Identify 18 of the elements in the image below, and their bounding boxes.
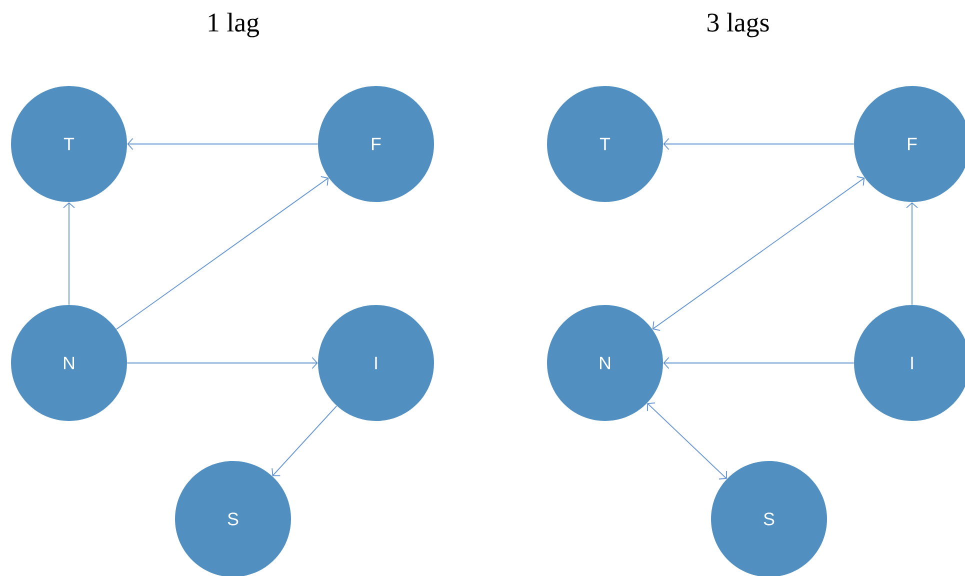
circle-node: T — [547, 86, 663, 202]
arrow — [663, 138, 854, 150]
panel-title: 1 lag — [208, 12, 260, 38]
arrow — [647, 402, 728, 480]
panel-title: 3 lags — [708, 12, 769, 38]
arrow — [272, 405, 338, 476]
circle-node: F — [318, 86, 434, 202]
arrow — [127, 138, 318, 150]
arrow — [906, 202, 918, 306]
arrow — [652, 176, 865, 331]
arrow — [116, 176, 329, 330]
arrow — [663, 357, 854, 369]
circle-node: N — [547, 305, 663, 421]
circle-node: T — [11, 86, 127, 202]
circle-node: N — [11, 305, 127, 421]
arrow — [63, 202, 75, 306]
arrow — [126, 357, 318, 369]
circle-node: I — [318, 305, 434, 421]
